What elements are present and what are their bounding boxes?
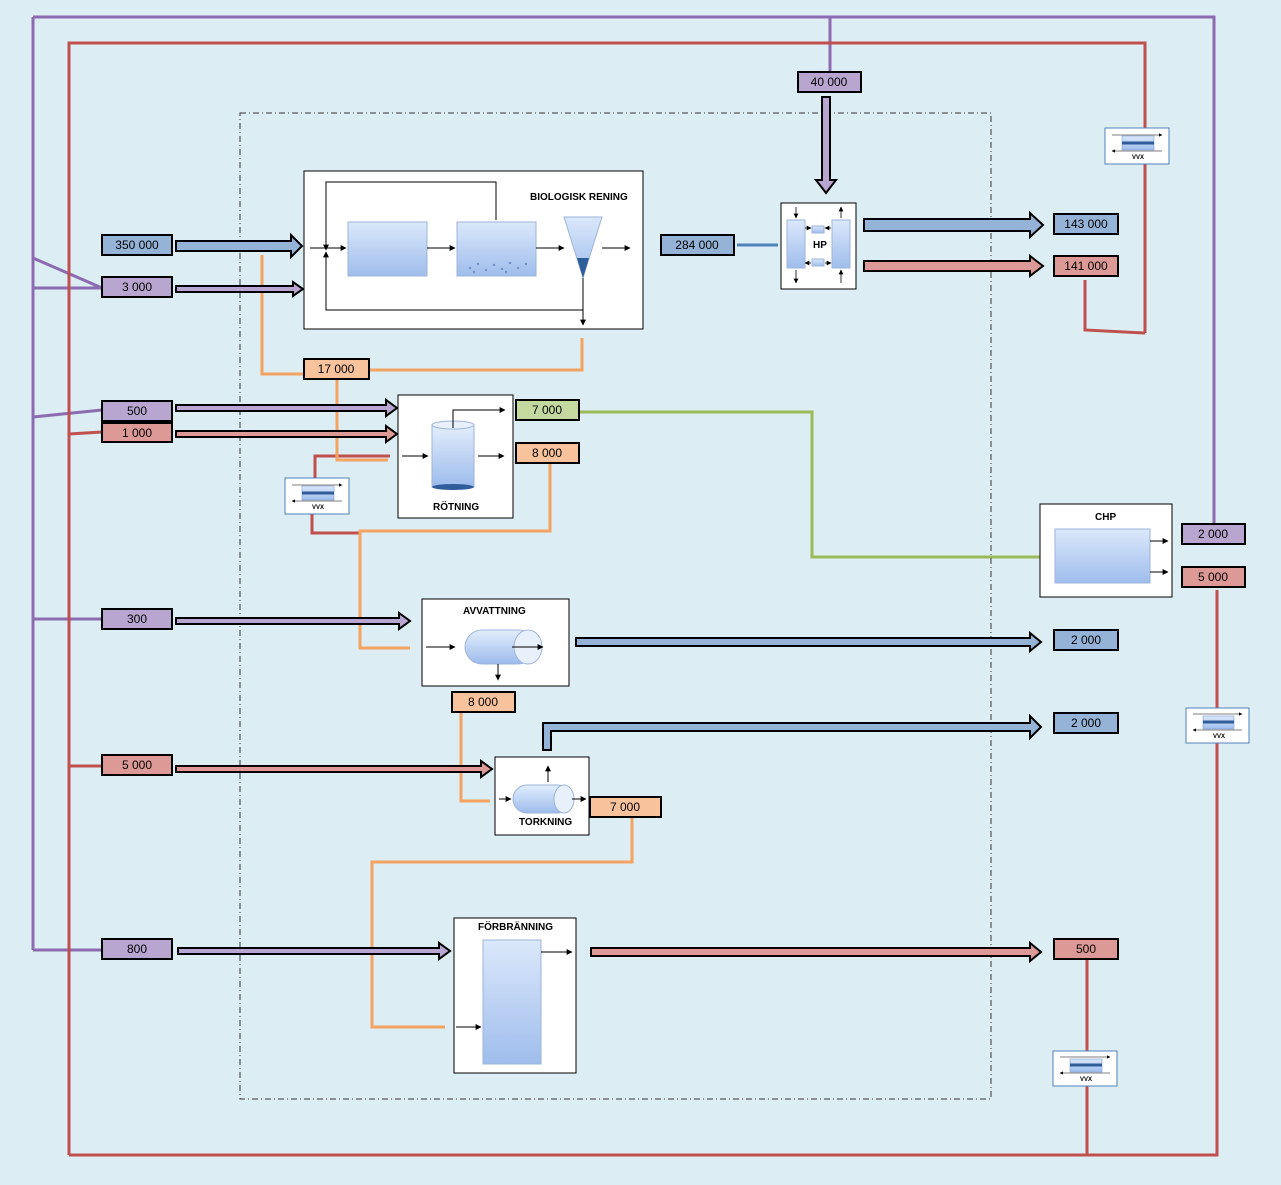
- label-biogas: 7 000: [515, 399, 580, 421]
- label-heat-rotning: 1 000: [101, 422, 173, 443]
- el-rot-arrow: [175, 398, 399, 418]
- label-wastewater-in: 350 000: [101, 234, 173, 256]
- label-treated-water: 284 000: [660, 234, 735, 256]
- label-heat-torkning: 5 000: [101, 754, 173, 776]
- label-water-avvattning: 2 000: [1053, 629, 1119, 651]
- svg-text:5 000: 5 000: [122, 758, 152, 772]
- svg-text:8 000: 8 000: [532, 446, 562, 460]
- label-water-torkning: 2 000: [1053, 712, 1119, 734]
- hp-label: HP: [813, 240, 827, 251]
- svg-text:800: 800: [127, 942, 147, 956]
- vvx-heat-exchanger: VVX: [284, 477, 350, 515]
- svg-text:143 000: 143 000: [1064, 217, 1108, 231]
- svg-text:40 000: 40 000: [811, 75, 848, 89]
- water-out-arrow: [863, 210, 1045, 240]
- water-tork-arrow: [542, 713, 1043, 751]
- process-chp: CHP: [1039, 503, 1173, 598]
- label-heat-chp: 5 000: [1181, 566, 1246, 588]
- label-el-avvattning: 300: [101, 608, 173, 630]
- heat-network: [67, 41, 1219, 1157]
- svg-text:5 000: 5 000: [1198, 570, 1228, 584]
- svg-text:500: 500: [1076, 942, 1096, 956]
- svg-text:141 000: 141 000: [1064, 259, 1108, 273]
- label-sludge-torkning: 7 000: [589, 796, 662, 818]
- heat-rot-arrow: [175, 424, 399, 444]
- label-heat-forbranning: 500: [1053, 938, 1119, 960]
- label-el-rotning: 500: [101, 400, 173, 422]
- label-el-forbranning: 800: [101, 938, 173, 960]
- svg-text:VVX: VVX: [312, 505, 324, 511]
- flow-labels: 350 000 3 000 40 000 284 000 143 000 141…: [101, 71, 1246, 960]
- el-bio-arrow: [175, 280, 305, 298]
- torkning-title: TORKNING: [519, 817, 572, 828]
- clarifier: [563, 216, 603, 280]
- process-rotning: RÖTNING: [397, 394, 514, 519]
- process-biologisk-rening: BIOLOGISK RENING: [303, 170, 644, 330]
- biogas-line: [580, 410, 1055, 559]
- heat-hp-arrow: [863, 253, 1045, 279]
- label-sludge-rotning: 8 000: [515, 442, 580, 464]
- svg-text:1 000: 1 000: [122, 426, 152, 440]
- avvattning-title: AVVATTNING: [463, 606, 526, 617]
- heat-forb-arrow: [590, 940, 1043, 964]
- vvx-heat-exchanger: VVX: [1185, 707, 1250, 744]
- label-el-heatpump: 40 000: [797, 71, 862, 93]
- svg-text:2 000: 2 000: [1198, 527, 1228, 541]
- flow-arrows: [175, 96, 1045, 964]
- svg-text:500: 500: [127, 404, 147, 418]
- wastewater-arrow: [175, 232, 304, 260]
- svg-text:300: 300: [127, 612, 147, 626]
- process-forbranning: FÖRBRÄNNING: [453, 917, 577, 1074]
- label-water-out: 143 000: [1053, 213, 1119, 235]
- label-sludge-bio: 17 000: [303, 358, 370, 380]
- bio-tank-1: [347, 221, 428, 277]
- vvx-heat-exchanger: VVX: [1104, 127, 1170, 165]
- svg-text:2 000: 2 000: [1071, 633, 1101, 647]
- svg-text:2 000: 2 000: [1071, 716, 1101, 730]
- chp-title: CHP: [1095, 512, 1116, 523]
- label-el-biologisk: 3 000: [101, 276, 173, 298]
- process-heat-pump: HP: [780, 202, 857, 290]
- svg-text:VVX: VVX: [1080, 1077, 1092, 1083]
- vvx-heat-exchanger: VVX: [1052, 1050, 1118, 1087]
- svg-text:7 000: 7 000: [610, 800, 640, 814]
- process-avvattning: AVVATTNING: [421, 598, 570, 687]
- svg-text:350 000: 350 000: [115, 238, 159, 252]
- svg-text:VVX: VVX: [1132, 155, 1144, 161]
- biologisk-rening-title: BIOLOGISK RENING: [530, 192, 628, 203]
- svg-text:7 000: 7 000: [532, 403, 562, 417]
- rotning-title: RÖTNING: [433, 500, 479, 513]
- water-avv-arrow: [575, 630, 1043, 654]
- system-boundary: [239, 112, 992, 1100]
- svg-text:17 000: 17 000: [318, 362, 355, 376]
- label-el-chp: 2 000: [1181, 523, 1246, 545]
- forbranning-title: FÖRBRÄNNING: [478, 920, 553, 933]
- svg-text:284 000: 284 000: [675, 238, 719, 252]
- el-avv-arrow: [175, 611, 412, 631]
- label-sludge-avvattning: 8 000: [451, 691, 516, 713]
- svg-text:3 000: 3 000: [122, 280, 152, 294]
- process-torkning: TORKNING: [494, 756, 590, 836]
- heat-tork-arrow: [175, 759, 494, 779]
- label-heat-out-hp: 141 000: [1053, 255, 1119, 277]
- el-hp-arrow: [813, 96, 839, 195]
- el-forb-arrow: [177, 941, 452, 961]
- svg-text:VVX: VVX: [1213, 734, 1225, 740]
- svg-text:8 000: 8 000: [468, 695, 498, 709]
